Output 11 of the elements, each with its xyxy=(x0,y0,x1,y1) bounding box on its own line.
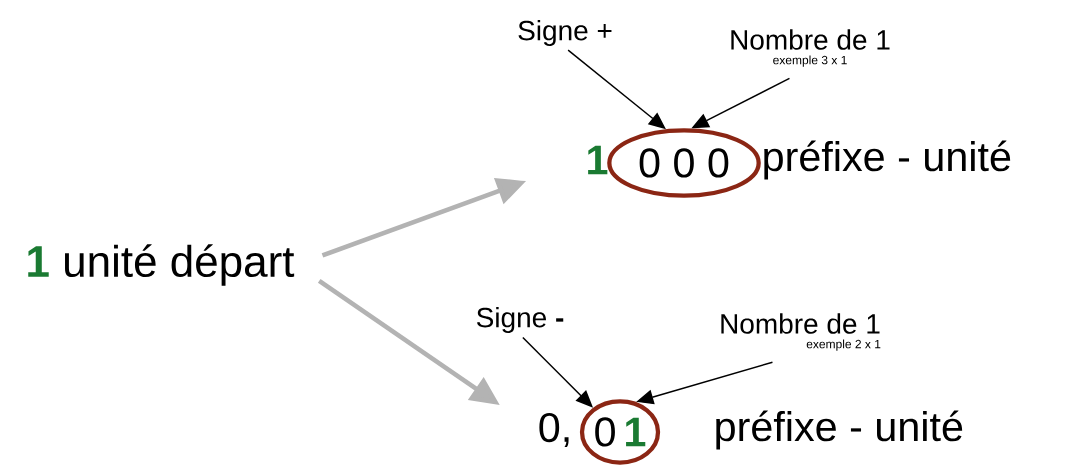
circled-digits: 0 0 0 xyxy=(607,128,761,198)
callout-label: Signe - xyxy=(476,306,564,334)
digit: 1 xyxy=(588,145,608,175)
start-value: 1 unité départ xyxy=(28,244,295,286)
callout-label: Nombre de 1 exemple 3 x 1 xyxy=(731,29,890,67)
callout-label: Nombre de 1 exemple 2 x 1 xyxy=(721,313,881,351)
callout-label: Signe + xyxy=(518,19,612,47)
leader-line xyxy=(522,336,593,408)
number-text: 0, xyxy=(539,412,569,448)
circled-digits: 0 1 xyxy=(579,399,661,465)
unit-label: préfixe - unité xyxy=(716,410,963,450)
